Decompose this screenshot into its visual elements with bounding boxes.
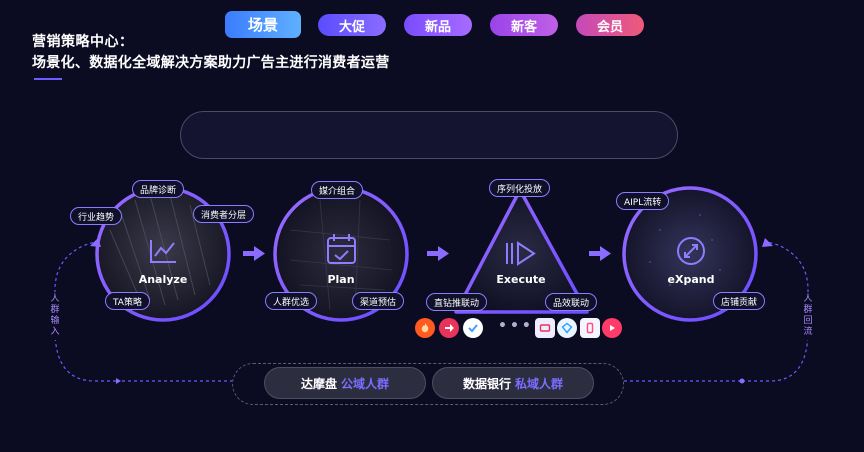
right-side-label: 人群回流 [802,292,814,340]
plan-texture [289,199,393,311]
fire-app-icon [415,318,435,338]
tag-channel-forecast: 渠道预估 [352,292,405,310]
tag-store-contribution: 店铺贡献 [713,292,766,310]
damopan-highlight: 公域人群 [341,376,390,391]
expand-circle [622,186,758,322]
expand-texture [649,214,721,286]
execute-label: Execute [496,273,546,286]
video-app-icon [602,318,622,338]
arrow-analyze-plan [243,246,265,261]
left-loop-arrowhead [90,238,101,247]
line-chart-icon [150,240,176,263]
flow-arrows [243,246,611,261]
tag-direct-linkage: 直钻推联动 [426,293,488,311]
scene-pill-new-customer[interactable]: 新客 [490,14,558,36]
diamond-app-icon [557,318,577,338]
page-subtitle: 场景化、数据化全域解决方案助力广告主进行消费者运营 [32,55,390,71]
damopan-pill[interactable]: 达摩盘 公域人群 [264,367,426,399]
analyze-label: Analyze [138,273,188,286]
expand-arrows-icon [677,237,705,265]
scene-pill-new-product[interactable]: 新品 [404,14,472,36]
arrow-execute-expand [589,246,611,261]
check-app-icon [463,318,483,338]
expand-label: eXpand [667,273,715,286]
right-loop-path [742,241,809,382]
left-loop-path [54,241,116,382]
tag-aipl-flow: AIPL流转 [616,192,670,210]
arrow-plan-execute [427,246,449,261]
title-underline [34,78,62,80]
plan-stage [273,186,409,322]
damopan-name: 达摩盘 [300,376,337,391]
databank-highlight: 私域人群 [515,376,564,391]
tag-ta-strategy: TA策略 [105,292,150,310]
phone-app-icon [580,318,600,338]
tag-brand-diagnosis: 品牌诊断 [132,180,185,198]
scene-pill-promo[interactable]: 大促 [318,14,386,36]
tag-media-mix: 媒介组合 [311,181,364,199]
arrow-app-icon [439,318,459,338]
plan-label: Plan [327,273,355,286]
tag-sequenced-delivery: 序列化投放 [489,179,551,197]
tag-consumer-segment: 消费者分层 [193,205,255,223]
data-source-group [232,363,624,405]
scene-bar [180,111,678,159]
execute-stage [454,188,589,314]
execute-triangle [454,188,589,314]
loop-lines [54,241,809,382]
tv-app-icon [535,318,555,338]
databank-name: 数据银行 [462,376,511,391]
tag-industry-trend: 行业趋势 [70,207,123,225]
scene-pill-main[interactable]: 场景 [225,11,301,38]
scene-pill-member[interactable]: 会员 [576,14,644,36]
expand-stage [622,186,758,322]
databank-pill[interactable]: 数据银行 私域人群 [432,367,594,399]
page-title: 营销策略中心： [32,34,134,50]
calendar-check-icon [327,234,356,264]
tag-brand-effect-linkage: 品效联动 [545,293,598,311]
loop-markers [90,238,773,384]
tag-crowd-select: 人群优选 [265,292,318,310]
right-loop-dot [739,378,745,384]
play-bars-icon [506,241,536,266]
more-apps-ellipsis: ••• [498,318,534,334]
right-loop-arrowhead [762,238,773,247]
left-side-label: 人群输入 [49,292,61,340]
left-loop-arrow [116,378,121,384]
